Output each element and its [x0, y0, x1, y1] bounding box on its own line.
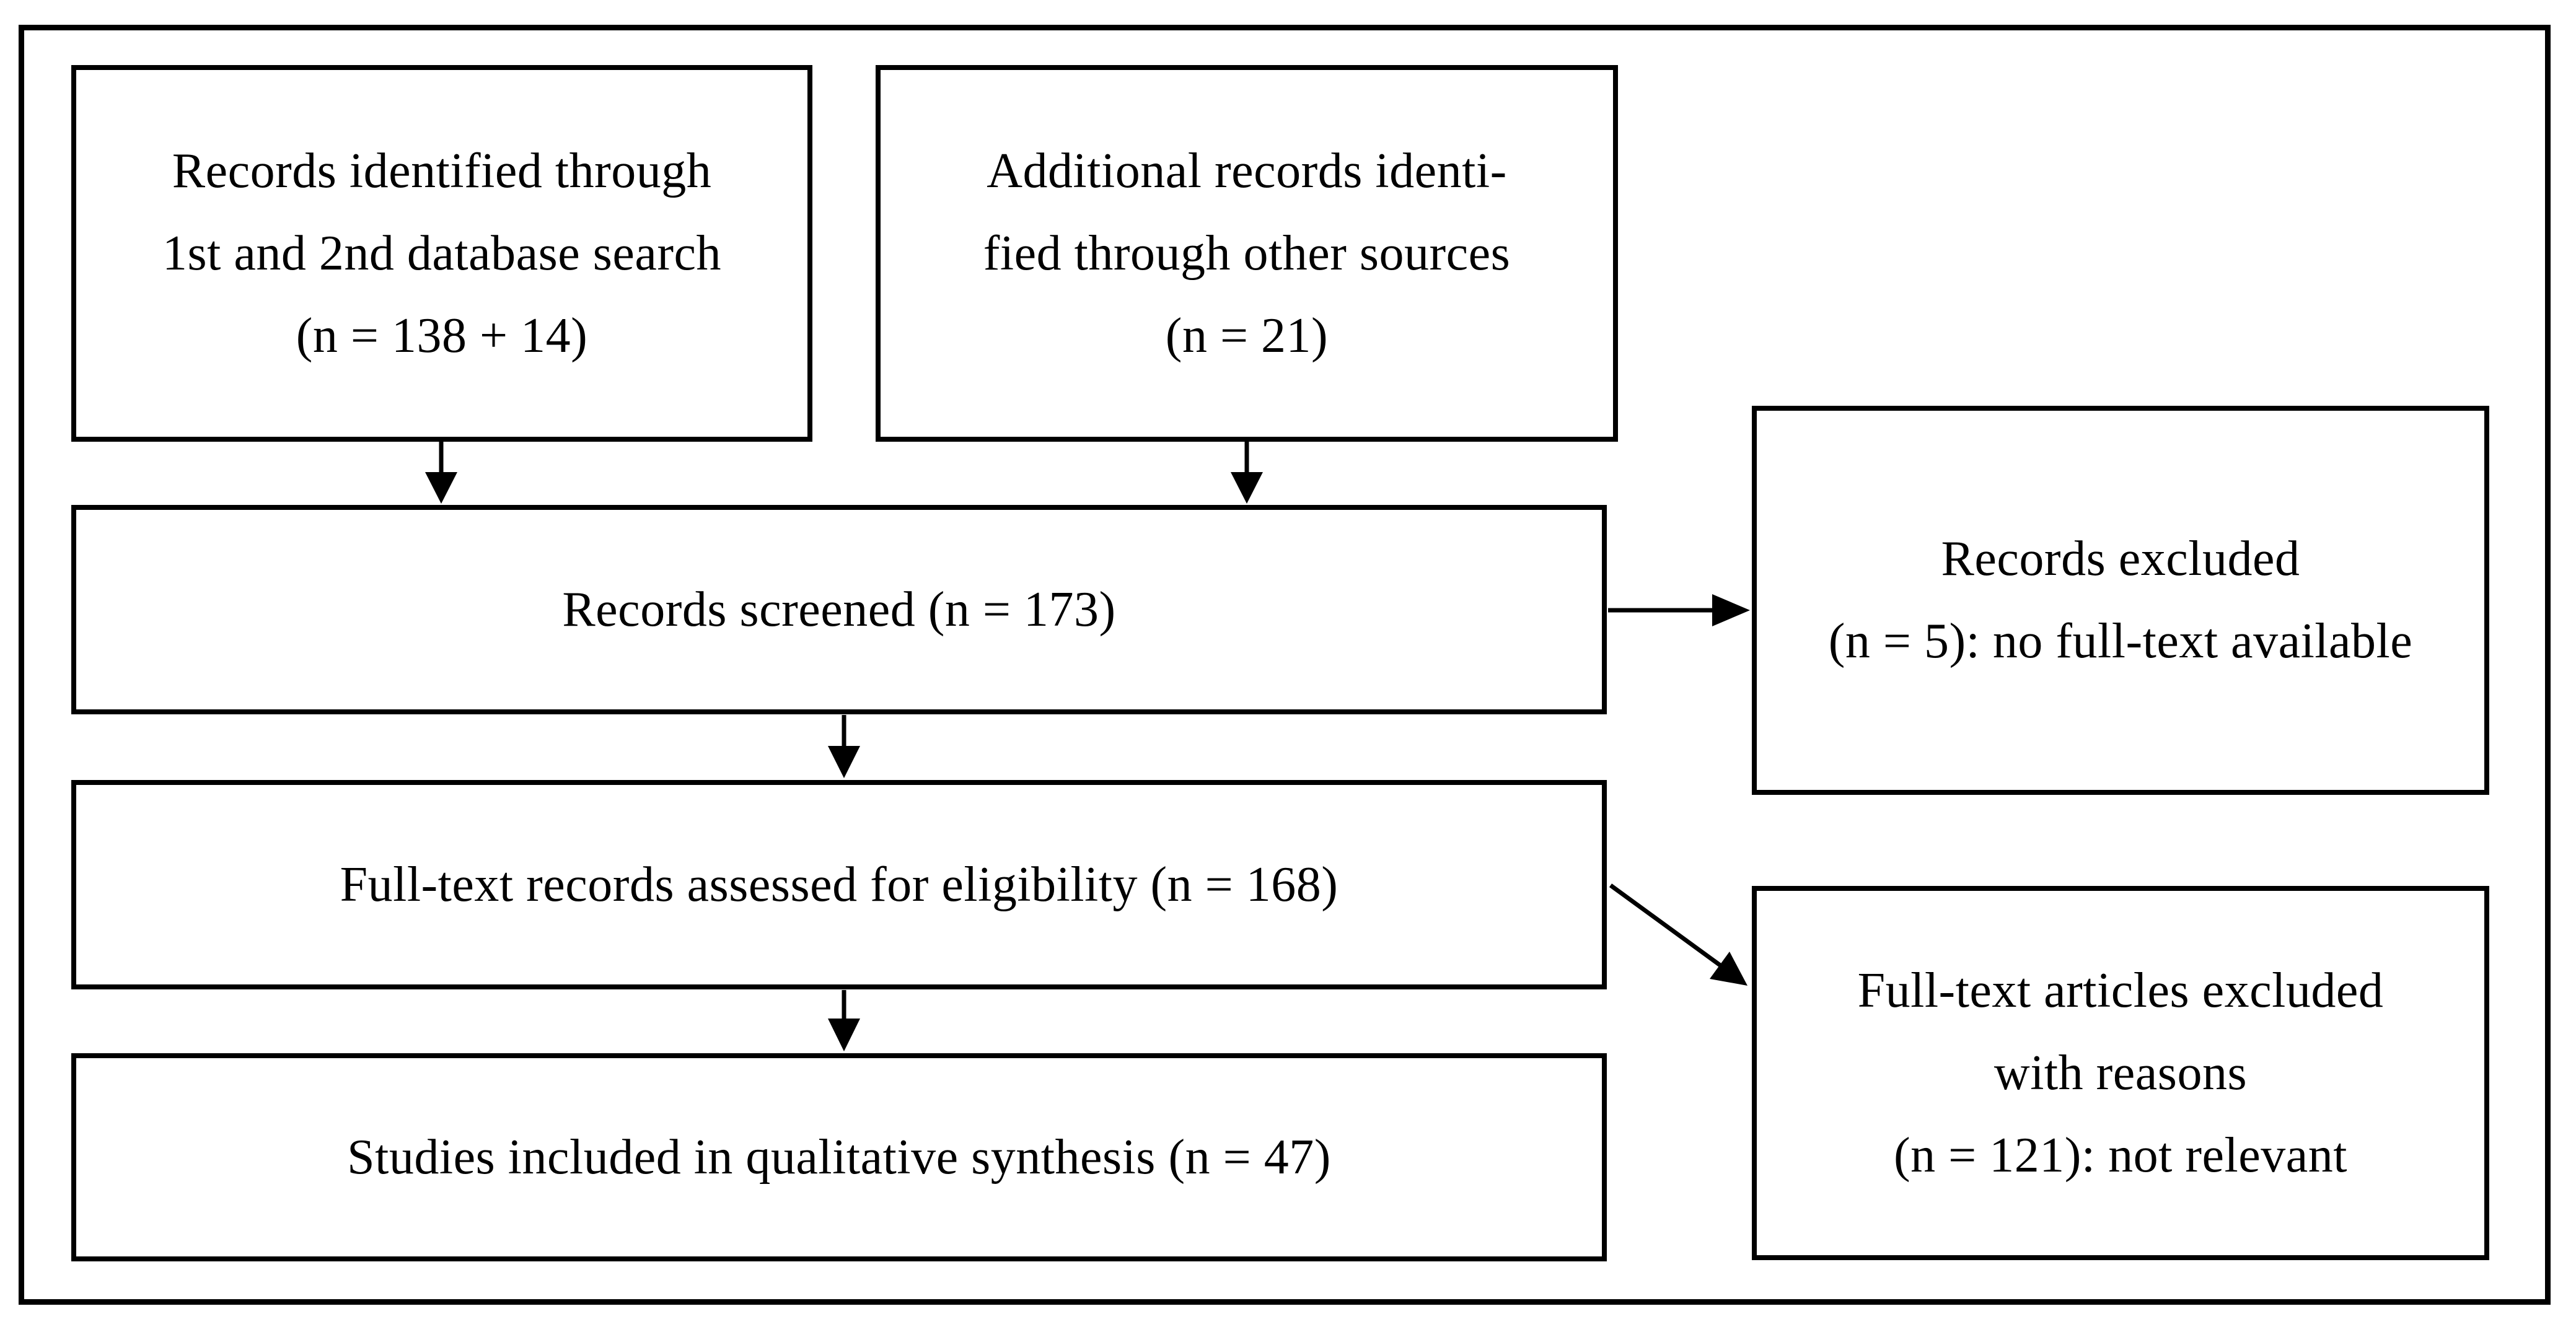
- box-text-line: (n = 121): not relevant: [1894, 1128, 2347, 1183]
- box-text-line: Additional records identi-: [987, 143, 1507, 198]
- box-text-line: Records identified through: [172, 143, 712, 198]
- box-text-line: (n = 138 + 14): [296, 308, 588, 363]
- box-text-line: Studies included in qualitative synthesi…: [347, 1129, 1331, 1185]
- box-records-excluded: Records excluded (n = 5): no full-text a…: [1752, 406, 2489, 795]
- diagram-outer-border: [19, 25, 2551, 1305]
- box-text-line: (n = 5): no full-text available: [1828, 614, 2413, 668]
- box-records-screened: Records screened (n = 173): [71, 505, 1607, 714]
- box-records-identified-database: Records identified through 1st and 2nd d…: [71, 65, 812, 442]
- box-text-line: fied through other sources: [983, 226, 1511, 281]
- box-text-line: (n = 21): [1165, 308, 1329, 363]
- box-text-line: Records screened (n = 173): [562, 582, 1116, 637]
- box-text-line: 1st and 2nd database search: [162, 226, 722, 281]
- box-text-line: Records excluded: [1941, 532, 2300, 586]
- box-fulltext-assessed: Full-text records assessed for eligibili…: [71, 780, 1607, 989]
- box-text-line: with reasons: [1994, 1045, 2248, 1100]
- box-fulltext-excluded: Full-text articles excluded with reasons…: [1752, 886, 2489, 1260]
- box-additional-records-other-sources: Additional records identi- fied through …: [876, 65, 1618, 442]
- box-text-line: Full-text records assessed for eligibili…: [340, 857, 1339, 912]
- box-studies-included: Studies included in qualitative synthesi…: [71, 1053, 1607, 1261]
- box-text-line: Full-text articles excluded: [1857, 963, 2384, 1018]
